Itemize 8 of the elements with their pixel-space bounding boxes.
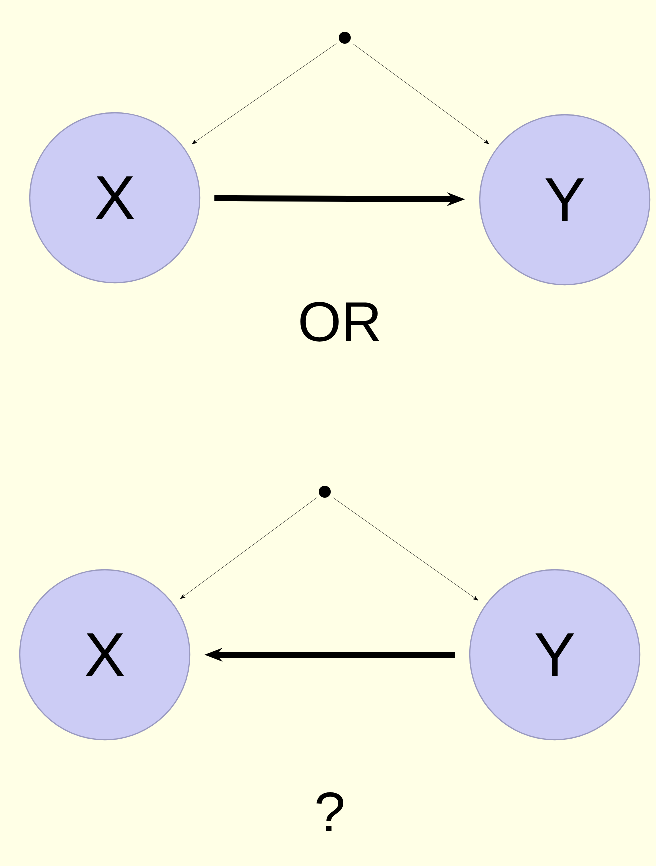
- arrow: [333, 498, 478, 601]
- label: OR: [300, 302, 380, 342]
- dot: [319, 486, 331, 498]
- arrow: [192, 44, 337, 144]
- label: ?: [316, 792, 344, 832]
- arrow: [180, 498, 317, 600]
- dot: [339, 32, 351, 44]
- arrow: [353, 44, 490, 144]
